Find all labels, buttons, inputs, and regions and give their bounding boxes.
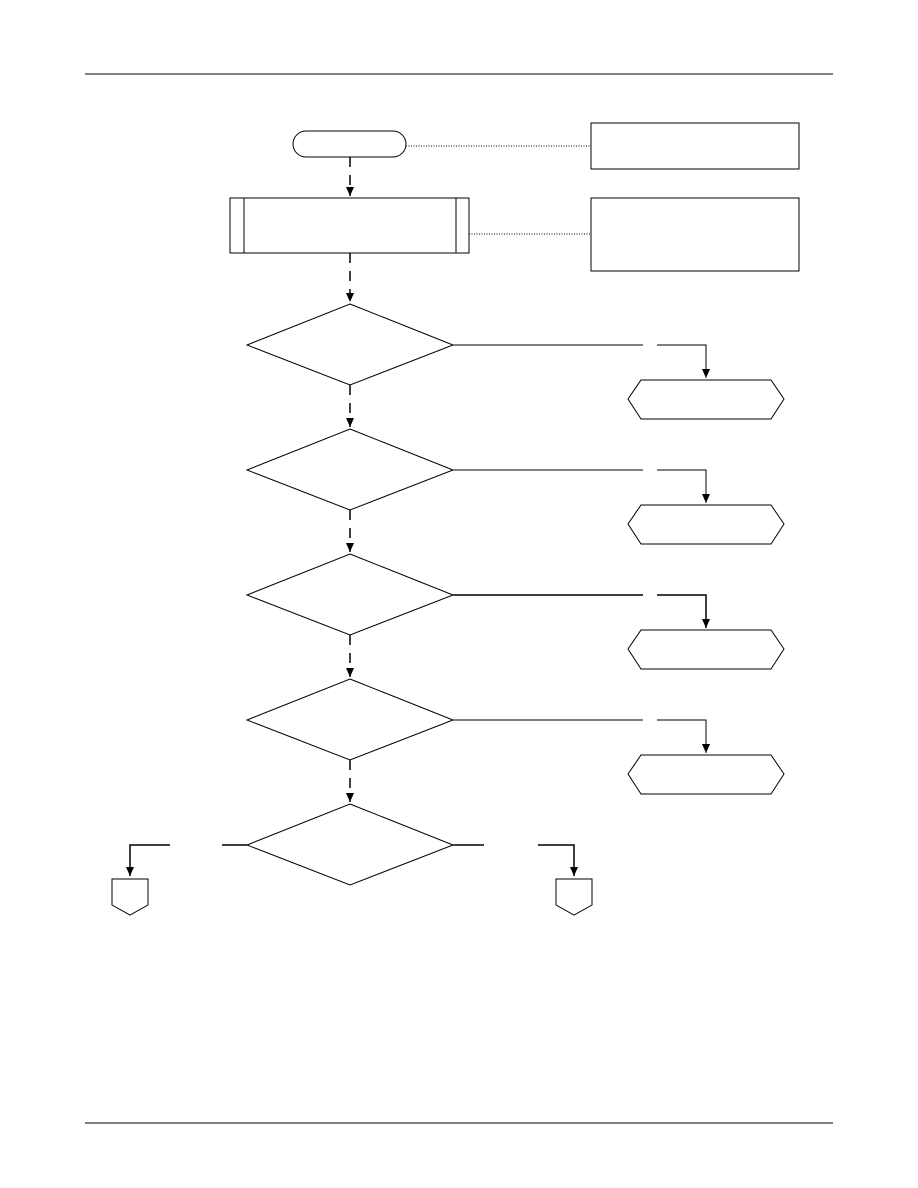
decision-5-diamond (245, 803, 455, 886)
predefined-process-box (229, 197, 470, 254)
offpage-connector-right (555, 878, 593, 916)
decision-1-diamond (245, 303, 455, 386)
result-1-hexagon (627, 379, 785, 420)
branch-decision-4-to-result-4 (453, 719, 706, 753)
branch-decision-3-to-result-3 (453, 594, 706, 628)
decision-4-diamond (245, 678, 455, 761)
process-note-box (590, 197, 800, 272)
start-note-box (590, 122, 800, 170)
result-3-hexagon (627, 629, 785, 670)
branch-decision-2-to-result-2 (453, 469, 706, 503)
decision-3-diamond (245, 553, 455, 636)
start-terminator (292, 130, 407, 158)
result-2-hexagon (627, 504, 785, 545)
result-4-hexagon (627, 754, 785, 795)
offpage-connector-left (111, 878, 149, 916)
branch-decision-1-to-result-1 (453, 344, 706, 378)
branch-decision-5-to-left-connector (130, 844, 247, 876)
decision-2-diamond (245, 428, 455, 511)
branch-decision-5-to-right-connector (453, 844, 574, 876)
